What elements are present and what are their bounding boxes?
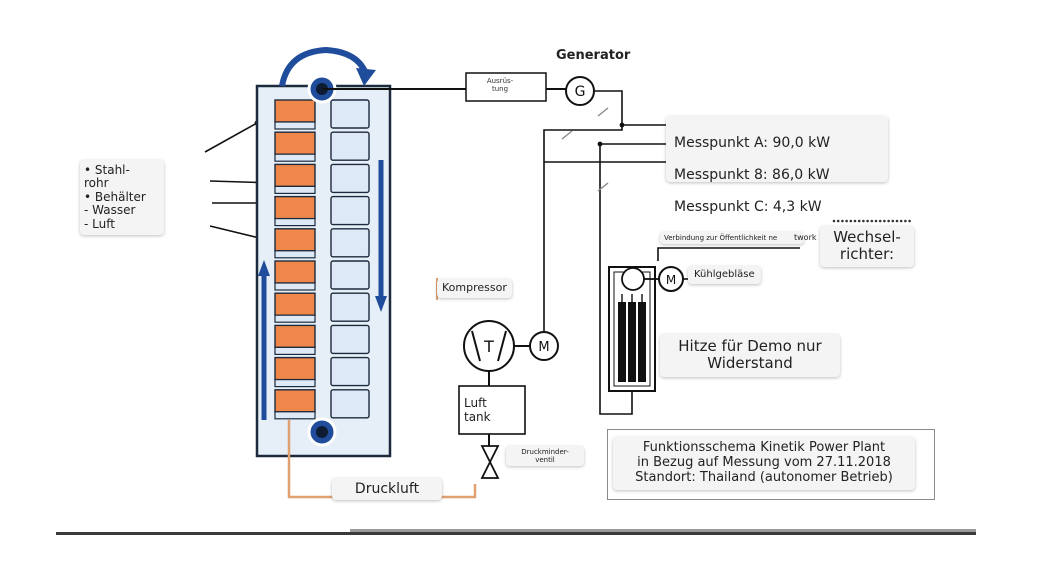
info-box: Funktionsschema Kinetik Power Plant in B… [613,437,915,490]
right-chamber [330,260,370,290]
right-chamber [330,356,370,387]
wire [543,90,623,332]
inverter-dot [908,219,911,223]
components-legend: • Stahl- rohr • Behälter - Wasser - Luft [80,160,164,236]
inverter-dot [878,219,882,223]
equipment-box [465,72,547,102]
heater-element [628,302,636,382]
fan-motor-circle [658,266,684,292]
inverter-dot [899,219,903,223]
measurement-panel: Messpunkt A: 90,0 kW Messpunkt 8: 86,0 k… [666,116,888,215]
grid-connection-fragment: twork [794,233,817,242]
generator-circle [565,76,595,106]
measurement-c: Messpunkt C: 4,3 kW [674,199,822,216]
wire-break-mark [561,130,573,140]
compressed-air-label: Druckluft [332,478,442,501]
heat-demo-note: Hitze für Demo nur Widerstand [660,334,840,377]
wire [599,144,633,415]
inverter-dot [866,219,869,223]
right-chamber [330,324,370,355]
left-chamber [274,292,316,323]
right-chamber [330,195,370,226]
fan-motor-symbol: M [666,273,676,287]
cooling-fan-label: Kühlgebläse [688,266,761,284]
heater-element [618,302,626,382]
top-rotation-arrow [279,46,369,87]
inverter-dot [849,219,853,223]
generator-symbol: G [575,84,586,100]
air-tank-label: Luft tank [464,396,491,424]
junction-dot [597,141,603,147]
left-chamber [274,324,316,355]
inverter-dot [883,219,886,223]
inverter-dot [841,219,844,223]
left-chamber [274,356,316,388]
compressor-label: Kompressor [437,279,512,298]
left-chamber [274,228,316,259]
right-chamber [330,131,370,161]
right-chamber [330,228,370,258]
left-chamber [274,163,316,194]
measurement-a: Messpunkt A: 90,0 kW [674,135,831,152]
left-chamber [274,389,316,420]
junction-dot [619,122,625,128]
equipment-label: Ausrüs- tung [486,77,514,93]
heater-element [638,302,646,382]
wire [657,247,800,261]
left-chamber [274,260,316,291]
compressor-motor-symbol: M [538,340,549,355]
inverter-label: Wechsel- richter: [820,226,914,267]
inverter-dot [874,219,878,223]
right-chamber [330,99,370,129]
compressor-motor-circle [529,331,559,361]
left-chamber [274,99,316,130]
right-chamber [330,389,370,419]
wire-break-mark [597,107,609,117]
inverter-dot [904,219,907,223]
down-arrowhead [375,296,387,312]
inverter-dot [891,219,895,223]
measurement-b: Messpunkt 8: 86,0 kW [674,167,830,184]
inverter-dot [870,219,874,223]
inverter-dot [836,219,840,223]
up-arrowhead [258,260,270,276]
bottom-divider [56,532,976,535]
wire [204,122,258,153]
cooling-fan-circle [621,267,645,291]
grid-connection-label: Verbindung zur Öffentlichkeit ne [660,232,804,245]
inverter-dot [857,219,861,223]
turbine-symbol: T [483,337,494,356]
right-chamber [330,292,370,322]
pressure-valve-label: Druckminder- ventil [506,446,584,467]
left-chamber [274,195,316,227]
inverter-dot [895,219,899,223]
bottom-scroll-track [350,529,976,534]
inverter-dot [832,219,836,223]
wire-break-mark [597,182,609,192]
valve-symbol [480,445,500,479]
inverter-dot [862,219,865,223]
generator-title: Generator [556,48,631,63]
air-tank-box [458,385,526,435]
inverter-dot [887,219,890,223]
right-chamber [330,163,370,194]
left-chamber [274,131,316,162]
inverter-dot [845,219,848,223]
inverter-dot [853,219,857,223]
top-rotation-arrowhead [356,68,376,86]
